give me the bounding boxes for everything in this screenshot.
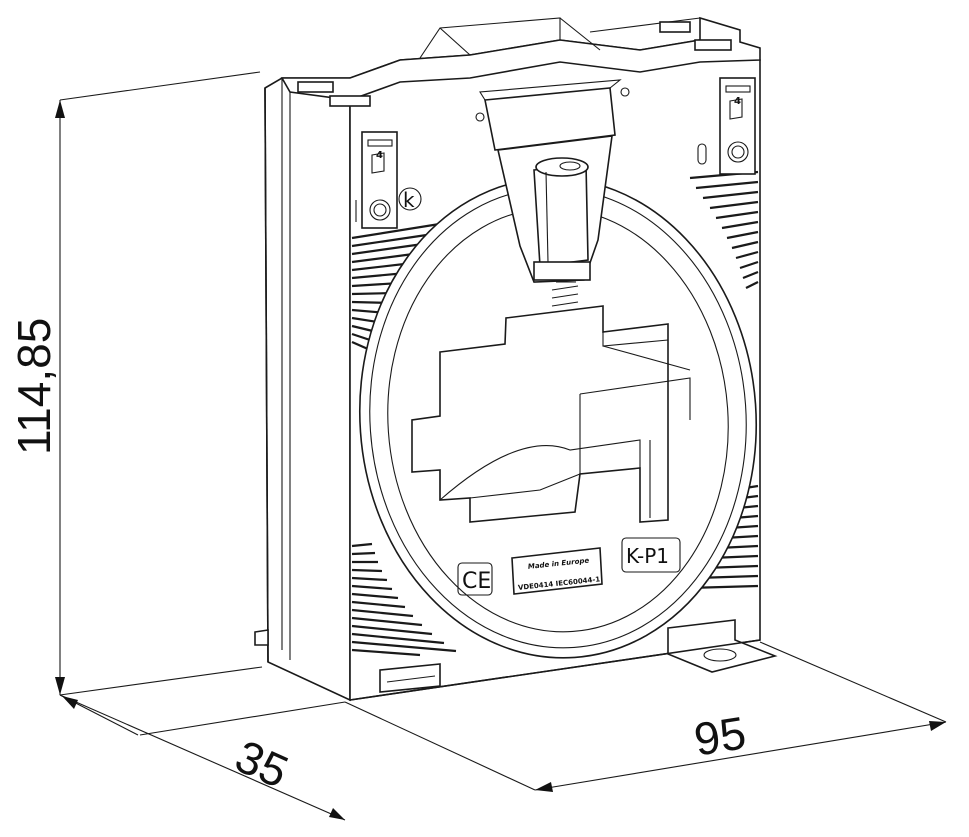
ventilation-hatching xyxy=(351,170,759,657)
polarity-mark: K-P1 xyxy=(621,537,681,573)
height-dimension-label: 114,85 xyxy=(8,318,60,455)
height-dimension: 114,85 xyxy=(8,71,263,696)
polarity-text: K-P1 xyxy=(626,544,669,568)
terminal-size-label: 4 xyxy=(376,150,383,161)
terminal-k: 4 k xyxy=(355,131,422,229)
terminal-l: 4 l xyxy=(697,77,756,175)
terminal-size-label: 4 xyxy=(734,96,741,107)
ce-mark-text: CE xyxy=(462,569,491,594)
depth-dimension: 35 xyxy=(59,694,346,821)
terminal-k-label: k xyxy=(403,188,415,212)
width-dimension-label: 95 xyxy=(691,706,750,765)
cable-aperture xyxy=(411,305,691,523)
width-dimension: 95 xyxy=(344,641,947,792)
depth-dimension-label: 35 xyxy=(228,730,296,798)
mounting-feet xyxy=(254,619,778,701)
ce-mark: CE xyxy=(457,562,493,596)
